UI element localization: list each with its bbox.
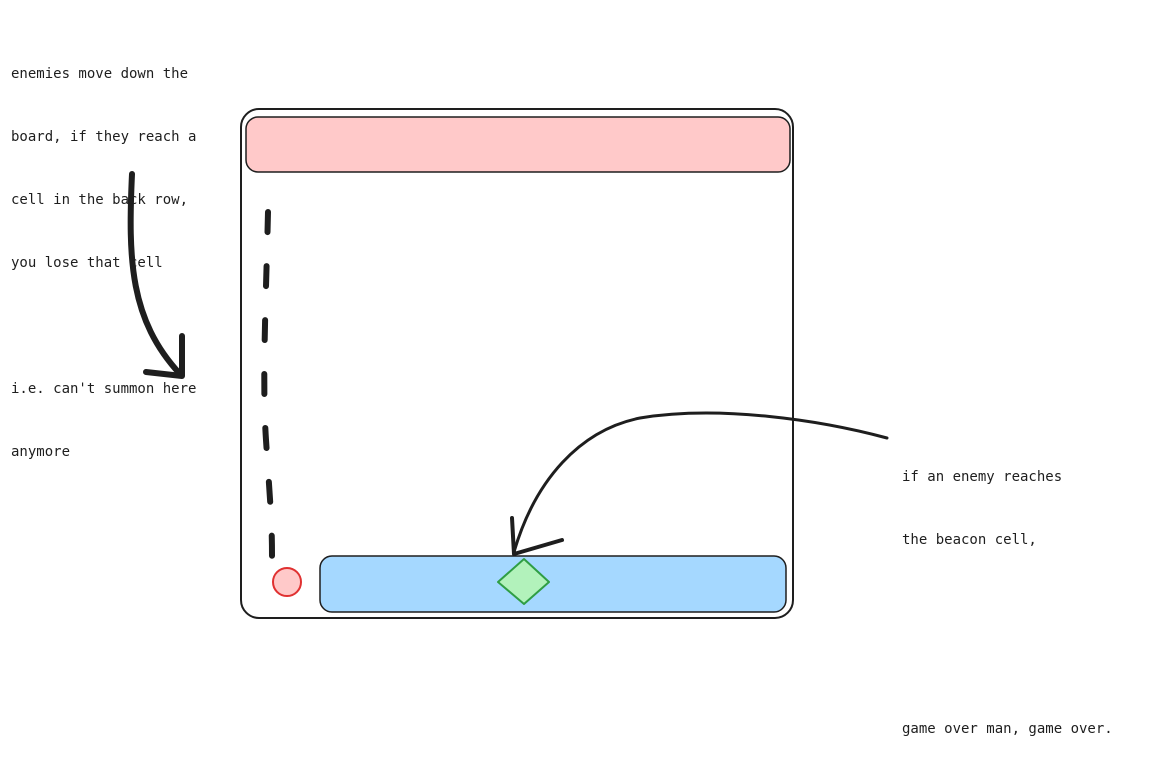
enemy-marker bbox=[272, 567, 302, 597]
note-left-line: board, if they reach a bbox=[11, 129, 197, 145]
note-right-line: game over man, game over. bbox=[902, 721, 1113, 737]
beacon-arrow-head bbox=[510, 516, 564, 556]
beacon-cell-diamond bbox=[497, 558, 550, 605]
down-arrow-shaft bbox=[127, 171, 183, 377]
note-left-line: cell in the back row, bbox=[11, 192, 189, 208]
note-left-line: i.e. can't summon here bbox=[11, 381, 197, 397]
down-arrow-head bbox=[143, 333, 185, 379]
enemy-path-dashed bbox=[261, 209, 275, 559]
note-right-line: if an enemy reaches bbox=[902, 469, 1063, 485]
note-right-line: the beacon cell, bbox=[902, 532, 1037, 548]
enemy-spawn-row bbox=[245, 116, 791, 173]
beacon-arrow-shaft bbox=[512, 411, 889, 554]
note-left-line: anymore bbox=[11, 444, 71, 460]
note-beacon-cell: if an enemy reaches the beacon cell, gam… bbox=[902, 425, 1113, 761]
game-board bbox=[240, 108, 794, 619]
note-enemies-move: enemies move down the board, if they rea… bbox=[11, 22, 196, 484]
diagram-canvas bbox=[127, 108, 889, 619]
note-left-line: you lose that cell bbox=[11, 255, 163, 271]
note-left-line: enemies move down the bbox=[11, 66, 189, 82]
back-row bbox=[319, 555, 787, 613]
